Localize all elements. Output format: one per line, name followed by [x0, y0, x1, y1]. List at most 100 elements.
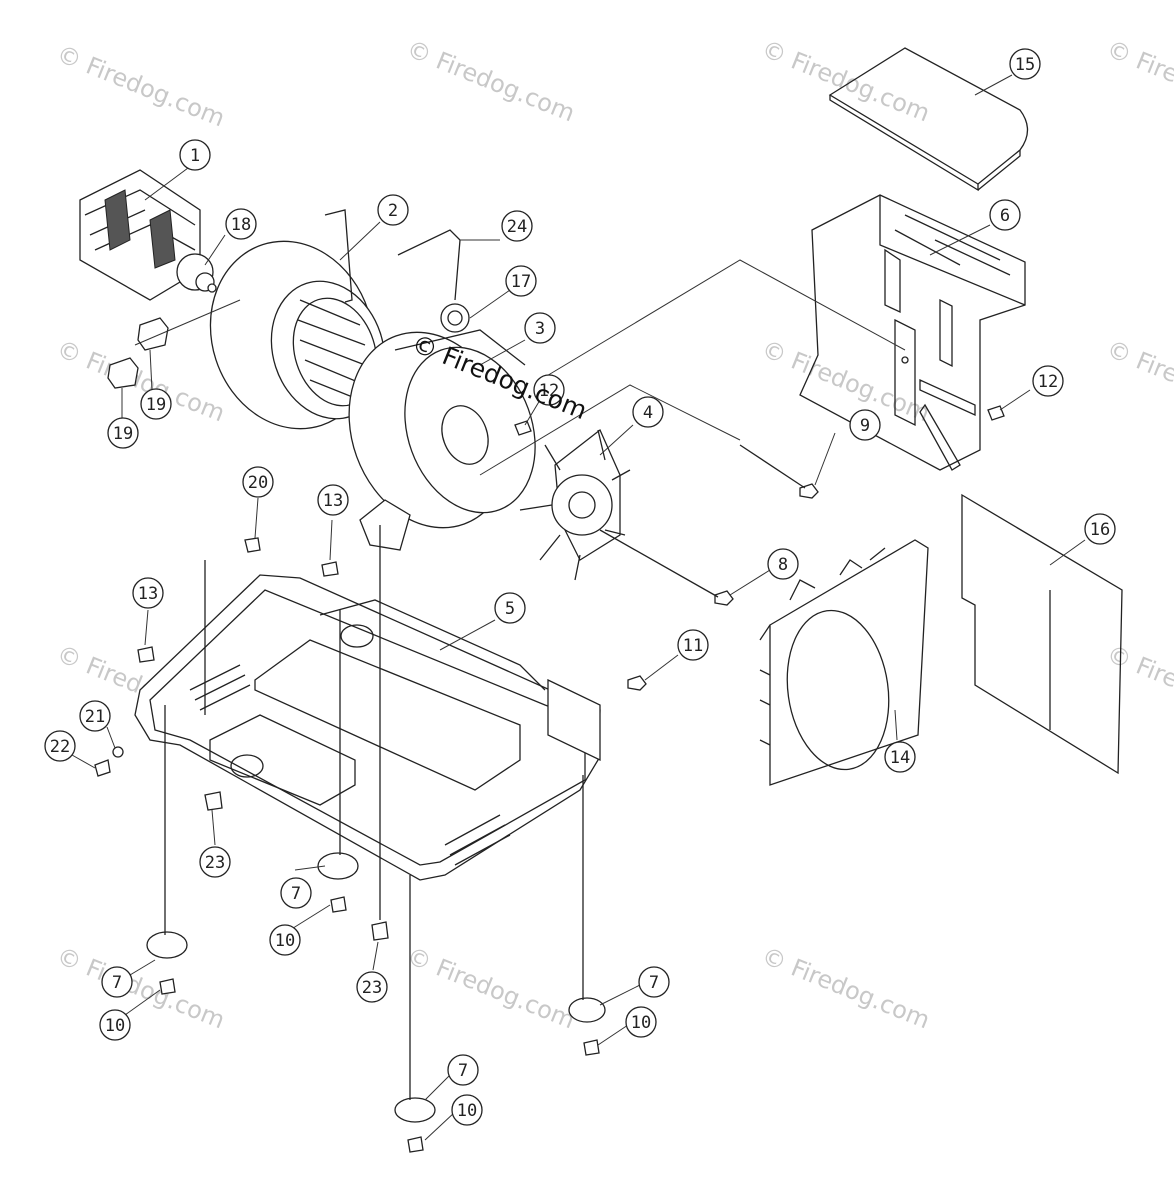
- part-8-bolt: [714, 590, 734, 606]
- callout-number: 19: [113, 424, 133, 444]
- part-21-washer: [112, 746, 124, 758]
- callout-number: 16: [1090, 520, 1110, 540]
- part-16-side-panel: [961, 493, 1123, 775]
- callout-19: 19: [140, 388, 172, 420]
- callout-number: 7: [112, 973, 122, 993]
- callout-number: 24: [507, 217, 527, 237]
- callout-23: 23: [199, 846, 231, 878]
- callout-1: 1: [179, 139, 211, 171]
- watermark: © Firedog.com: [1103, 335, 1174, 428]
- callout-number: 19: [146, 395, 166, 415]
- callout-number: 12: [1038, 372, 1058, 392]
- callout-number: 9: [860, 416, 870, 436]
- callout-number: 13: [138, 584, 158, 604]
- part-22-wing-nut: [94, 759, 111, 777]
- callout-21: 21: [79, 700, 111, 732]
- callout-14: 14: [884, 741, 916, 773]
- callout-7: 7: [447, 1054, 479, 1086]
- callout-number: 8: [778, 555, 788, 575]
- callout-number: 13: [323, 491, 343, 511]
- callout-18: 18: [225, 208, 257, 240]
- callout-number: 11: [683, 636, 703, 656]
- callout-number: 10: [457, 1101, 477, 1121]
- watermark: © Firedog.com: [403, 35, 579, 128]
- part-7-foot: [317, 852, 359, 880]
- callout-number: 23: [205, 853, 225, 873]
- callout-7: 7: [101, 966, 133, 998]
- callout-number: 14: [890, 748, 910, 768]
- callout-7: 7: [638, 966, 670, 998]
- part-11-nut: [627, 675, 647, 691]
- callout-12: 12: [1032, 365, 1064, 397]
- hardware-parts: [94, 317, 1005, 1153]
- callout-3: 3: [524, 312, 556, 344]
- part-7-foot: [146, 931, 188, 959]
- callout-23: 23: [356, 971, 388, 1003]
- part-23-bolt: [204, 791, 223, 811]
- callout-16: 16: [1084, 513, 1116, 545]
- callout-5: 5: [494, 592, 526, 624]
- callout-19: 19: [107, 417, 139, 449]
- part-13-nut: [321, 561, 339, 577]
- part-12-screw: [987, 405, 1005, 421]
- callout-number: 21: [85, 707, 105, 727]
- part-3-housing: [348, 303, 536, 551]
- part-10-screw: [330, 896, 347, 913]
- callout-number: 6: [1000, 206, 1010, 226]
- callout-number: 3: [535, 319, 545, 339]
- part-20-bolt: [244, 537, 261, 553]
- watermark: © Firedog.com: [403, 942, 579, 1035]
- callouts: 1 2 3 4 5 6 7 8 9 10 11 12 12 13 13 14 1…: [44, 48, 1116, 1126]
- callout-number: 22: [50, 737, 70, 757]
- part-6-housing: [799, 194, 1026, 471]
- part-4-fan: [519, 428, 631, 581]
- part-13-nut: [137, 646, 155, 663]
- callout-number: 1: [190, 146, 200, 166]
- part-19-clip: [107, 357, 139, 389]
- watermark: © Firedog.com: [1103, 640, 1174, 733]
- callout-number: 10: [105, 1016, 125, 1036]
- callout-number: 18: [231, 215, 251, 235]
- part-23-bolt: [371, 921, 389, 941]
- part-15-cover-plate: [828, 47, 1029, 192]
- callout-8: 8: [767, 548, 799, 580]
- callout-number: 17: [511, 272, 531, 292]
- part-12-screw: [514, 420, 532, 436]
- part-5-base-frame: [134, 574, 601, 881]
- callout-10: 10: [625, 1006, 657, 1038]
- watermark: © Firedog.com: [1103, 35, 1174, 128]
- callout-number: 7: [649, 973, 659, 993]
- callout-number: 15: [1015, 55, 1035, 75]
- leader-lines: [71, 74, 1086, 1141]
- callout-number: 10: [631, 1013, 651, 1033]
- callout-7: 7: [280, 877, 312, 909]
- callout-number: 5: [505, 599, 515, 619]
- part-19-clip: [137, 317, 169, 351]
- callout-20: 20: [242, 466, 274, 498]
- watermark: © Firedog.com: [758, 335, 934, 428]
- callout-number: 7: [458, 1061, 468, 1081]
- callout-17: 17: [505, 265, 537, 297]
- callout-9: 9: [849, 409, 881, 441]
- callout-10: 10: [269, 924, 301, 956]
- callout-6: 6: [989, 199, 1021, 231]
- part-14-fan-shroud: [759, 539, 929, 786]
- callout-22: 22: [44, 730, 76, 762]
- part-10-screw: [407, 1136, 424, 1153]
- callout-4: 4: [632, 396, 664, 428]
- part-7-foot: [394, 1097, 436, 1123]
- part-10-screw: [159, 978, 176, 995]
- callout-number: 7: [291, 884, 301, 904]
- part-24-rod: [397, 229, 461, 301]
- callout-number: 2: [388, 201, 398, 221]
- part-10-screw: [583, 1039, 600, 1056]
- callout-2: 2: [377, 194, 409, 226]
- callout-10: 10: [451, 1094, 483, 1126]
- callout-number: 23: [362, 978, 382, 998]
- part-1-engine: [79, 169, 217, 301]
- watermark: © Firedog.com: [53, 942, 229, 1035]
- callout-13: 13: [132, 577, 164, 609]
- callout-number: 10: [275, 931, 295, 951]
- callout-number: 4: [643, 403, 653, 423]
